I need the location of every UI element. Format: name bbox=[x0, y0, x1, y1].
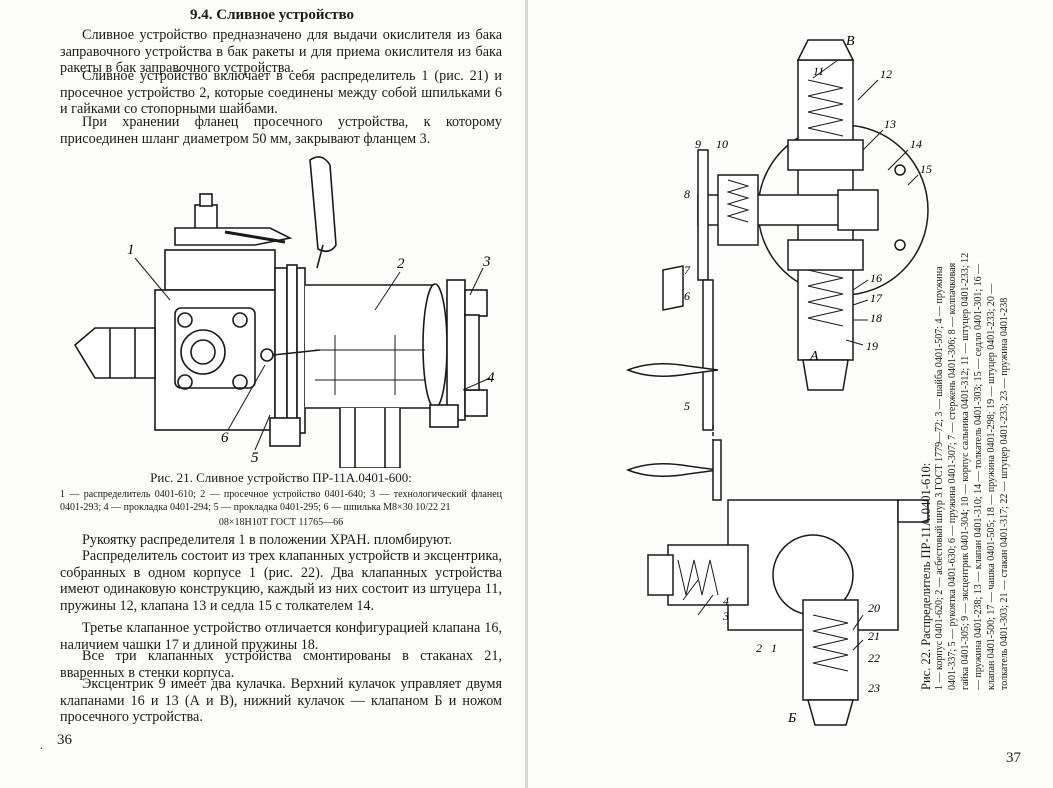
fig22-label-8: 8 bbox=[684, 187, 690, 201]
fig22-label-7: 7 bbox=[684, 263, 691, 277]
fig22-label-3: 3 bbox=[722, 609, 729, 623]
fig22-label-4: 4 bbox=[723, 594, 729, 608]
fig22-label-23: 23 bbox=[868, 681, 880, 695]
fig21-label-5: 5 bbox=[251, 450, 259, 466]
fig22-label-5: 5 bbox=[684, 399, 690, 413]
paragraph: Сливное устройство включает в себя распр… bbox=[60, 68, 502, 118]
fig22-label-12: 12 bbox=[880, 67, 892, 81]
fig22-label-22: 22 bbox=[868, 651, 880, 665]
right-page: 1 2 3 4 5 6 7 8 9 10 11 12 13 14 15 16 1… bbox=[528, 0, 1053, 788]
fig22-label-19: 19 bbox=[866, 339, 878, 353]
figure-22-caption: Рис. 22. Распределитель ПР-11А.0401-610:… bbox=[919, 250, 1011, 690]
fig22-letter-b: Б bbox=[787, 711, 796, 726]
paragraph: Третье клапанное устройство отличается к… bbox=[60, 620, 502, 653]
fig22-label-6: 6 bbox=[684, 289, 690, 303]
fig21-label-4: 4 bbox=[487, 370, 495, 386]
fig22-label-14: 14 bbox=[910, 137, 922, 151]
fig22-label-20: 20 bbox=[868, 601, 880, 615]
fig21-label-6: 6 bbox=[221, 430, 229, 446]
fig22-label-9: 9 bbox=[695, 137, 701, 151]
fig21-label-2: 2 bbox=[397, 256, 405, 272]
fig22-label-21: 21 bbox=[868, 629, 880, 643]
paragraph: Рукоятку распределителя 1 в положении ХР… bbox=[82, 532, 453, 548]
fig22-label-10: 10 bbox=[716, 137, 728, 151]
figure-22-drawing: 1 2 3 4 5 6 7 8 9 10 11 12 13 14 15 16 1… bbox=[625, 34, 932, 726]
fig22-letter-a: А bbox=[809, 349, 819, 364]
paragraph: Все три клапанных устройства смонтирован… bbox=[60, 648, 502, 681]
margin-mark: . bbox=[40, 738, 43, 752]
figure-22-caption-body: 1 — корпус 0401-620; 2 — асбестовый шнур… bbox=[934, 252, 1010, 690]
fig21-label-3: 3 bbox=[482, 254, 491, 270]
fig22-label-18: 18 bbox=[870, 311, 882, 325]
left-page: 9.4. Сливное устройство Сливное устройст… bbox=[0, 0, 525, 788]
figure-22-caption-title: Рис. 22. Распределитель ПР-11А.0401-610: bbox=[919, 462, 933, 690]
fig22-letter-v: В bbox=[846, 34, 855, 49]
fig22-label-1: 1 bbox=[771, 641, 777, 655]
paragraph: Эксцентрик 9 имеет два кулачка. Верхний … bbox=[60, 676, 502, 726]
figure-21-caption-standard: 08×18Н10Т ГОСТ 11765—66 bbox=[218, 517, 344, 528]
paragraph: Сливное устройство предназначено для выд… bbox=[60, 27, 502, 77]
page-number-right: 37 bbox=[1006, 750, 1021, 766]
fig22-label-16: 16 bbox=[870, 271, 882, 285]
paragraph: Распределитель состоит из трех клапанных… bbox=[60, 548, 502, 614]
fig22-label-11: 11 bbox=[813, 64, 824, 78]
paragraph: При хранении фланец просечного устройств… bbox=[60, 114, 502, 147]
figure-21-drawing: 1 2 3 4 5 6 bbox=[73, 156, 495, 468]
fig21-label-1: 1 bbox=[127, 242, 135, 258]
fig22-label-13: 13 bbox=[884, 117, 896, 131]
fig22-label-17: 17 bbox=[870, 291, 883, 305]
figure-21-caption-body: 1 — распределитель 0401-610; 2 — просечн… bbox=[60, 489, 502, 513]
figure-21-caption-title: Рис. 21. Сливное устройство ПР-11А.0401-… bbox=[150, 470, 412, 485]
fig22-label-2: 2 bbox=[756, 641, 762, 655]
page-number-left: 36 bbox=[57, 732, 72, 748]
section-heading: 9.4. Сливное устройство bbox=[190, 7, 355, 23]
fig22-label-15: 15 bbox=[920, 162, 932, 176]
book-gutter bbox=[525, 0, 528, 788]
